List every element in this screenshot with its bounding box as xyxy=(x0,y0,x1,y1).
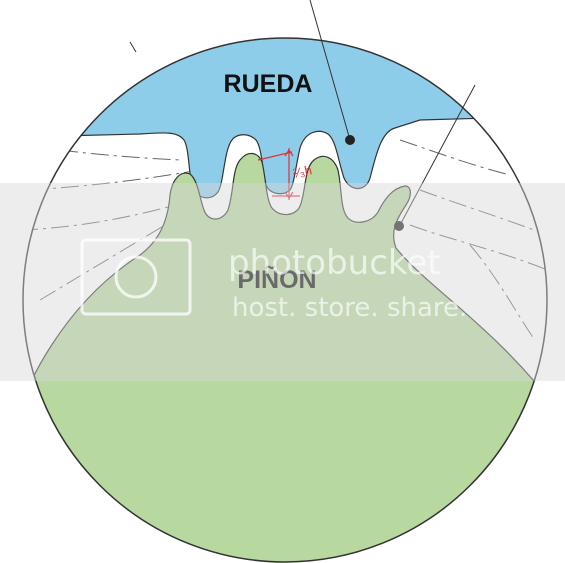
watermark-main-text: photobucket xyxy=(228,243,441,283)
watermark-band xyxy=(0,183,565,381)
view-circle-outline xyxy=(22,37,548,563)
wheel-label: RUEDA xyxy=(224,70,313,98)
watermark-sub-text: host. store. share. xyxy=(232,293,467,323)
pinion-leader-dot xyxy=(394,221,404,231)
watermark-logo-box xyxy=(80,238,192,316)
watermark: photobucket host. store. share. xyxy=(0,183,565,381)
dimension-label: ²⁄₃h xyxy=(292,162,314,181)
watermark-logo-icon xyxy=(114,255,158,299)
dimension-marker xyxy=(257,148,300,200)
leader-lines xyxy=(129,0,476,226)
pinion-shape xyxy=(23,152,547,562)
wheel-leader-dot xyxy=(345,135,355,145)
pinion-label: PIÑON xyxy=(237,264,316,294)
